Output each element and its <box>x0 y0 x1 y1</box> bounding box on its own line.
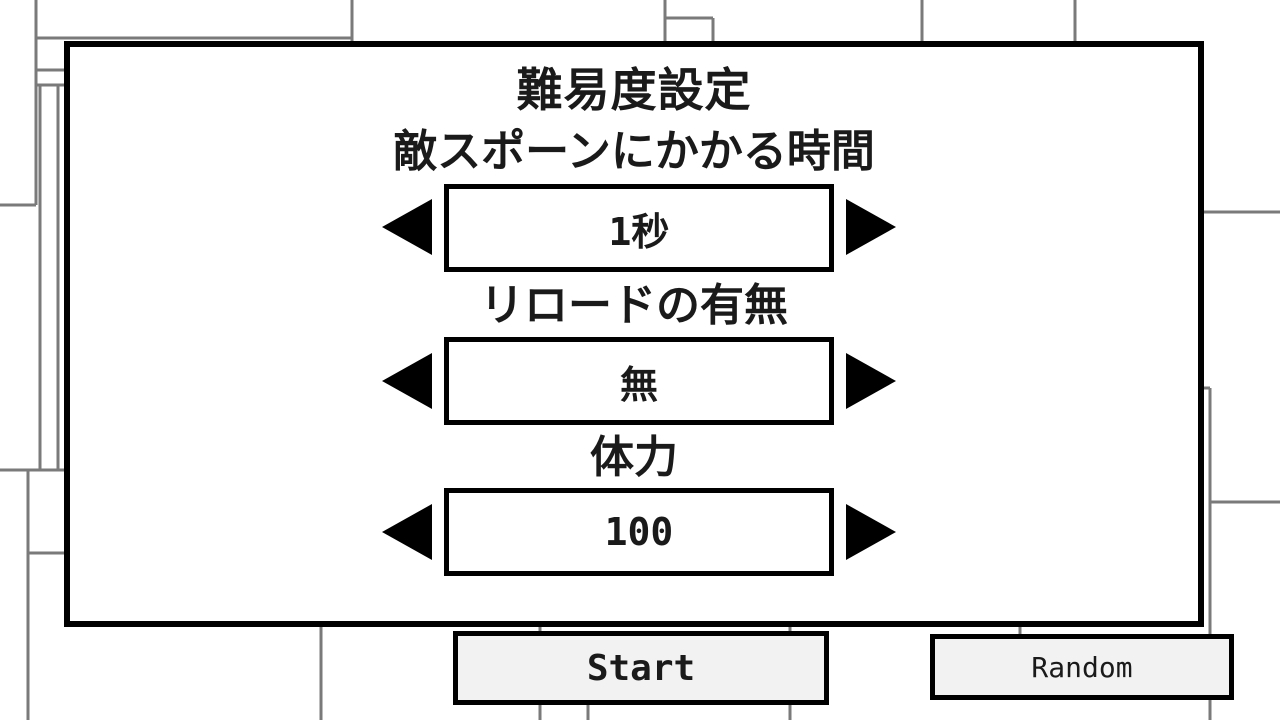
setting-label-spawn-time: 敵スポーンにかかる時間 <box>393 126 875 177</box>
setting-label-health: 体力 <box>590 432 678 483</box>
difficulty-settings-panel: 難易度設定 敵スポーンにかかる時間 1秒 リロードの有無 無 体力 100 <box>64 41 1204 627</box>
spawn-time-increase-button[interactable] <box>846 197 898 257</box>
left-triangle-icon <box>382 504 432 560</box>
reload-increase-button[interactable] <box>846 351 898 411</box>
start-button[interactable]: Start <box>453 631 829 705</box>
setting-label-reload: リロードの有無 <box>480 280 788 331</box>
reload-decrease-button[interactable] <box>380 351 432 411</box>
left-triangle-icon <box>382 353 432 409</box>
spawn-time-decrease-button[interactable] <box>380 197 432 257</box>
right-triangle-icon <box>846 504 896 560</box>
health-increase-button[interactable] <box>846 502 898 562</box>
left-triangle-icon <box>382 199 432 255</box>
health-value: 100 <box>444 488 834 576</box>
reload-value: 無 <box>444 337 834 425</box>
random-button[interactable]: Random <box>930 634 1234 700</box>
right-triangle-icon <box>846 199 896 255</box>
health-decrease-button[interactable] <box>380 502 432 562</box>
dialog-title: 難易度設定 <box>516 63 752 117</box>
spawn-time-value: 1秒 <box>444 184 834 272</box>
right-triangle-icon <box>846 353 896 409</box>
